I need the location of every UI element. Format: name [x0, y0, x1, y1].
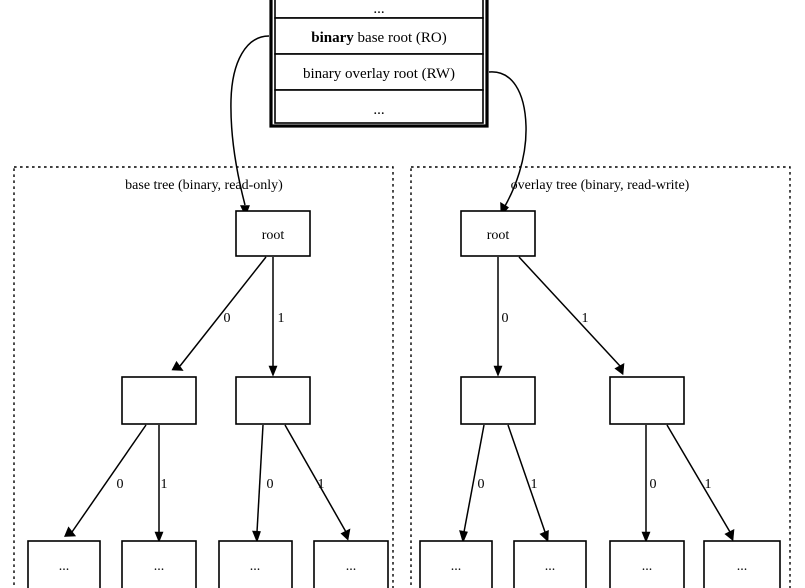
node-overlay-leaf-10: ...: [609, 540, 685, 588]
node-overlay-leaf-10-box: [609, 540, 685, 588]
edge-base-root-0: 0: [171, 256, 267, 371]
edge-overlay-mid-right-0-label: 0: [650, 477, 657, 492]
edge-base-mid-left-1: 1: [154, 425, 168, 543]
edge-overlay-mid-left-0-label: 0: [478, 477, 485, 492]
edge-base-root-0-label: 0: [224, 311, 231, 326]
node-overlay-root-box: [460, 210, 536, 257]
edge-overlay-mid-left-0: 0: [459, 424, 485, 544]
edge-base-mid-right-0: 0: [252, 424, 274, 543]
edge-base-mid-right-1-label: 1: [318, 477, 325, 492]
edge-base-mid-left-0-label: 0: [117, 477, 124, 492]
node-overlay-root: root: [460, 210, 536, 257]
node-base-leaf-10: ...: [218, 540, 293, 588]
node-base-leaf-01: ...: [121, 540, 197, 588]
edge-overlay-mid-left-1: 1: [507, 424, 549, 543]
edge-overlay-mid-right-0: 0: [641, 425, 657, 543]
node-overlay-mid-right: [609, 376, 685, 425]
node-overlay-leaf-10-label: ...: [642, 559, 653, 574]
node-overlay-leaf-01: ...: [513, 540, 587, 588]
node-overlay-leaf-11-box: [703, 540, 781, 588]
node-base-leaf-01-label: ...: [154, 559, 165, 574]
node-overlay-leaf-11: ...: [703, 540, 781, 588]
table-row-base-root-rest: base root (RO): [354, 30, 447, 46]
node-overlay-leaf-00-label: ...: [451, 559, 462, 574]
edge-base-mid-left-1-label: 1: [161, 477, 168, 492]
node-base-root-label: root: [262, 228, 285, 243]
node-overlay-leaf-11-label: ...: [737, 559, 748, 574]
node-base-leaf-10-box: [218, 540, 293, 588]
edge-overlay-root-0: 0: [493, 257, 509, 377]
edge-base-root-1-label: 1: [278, 311, 285, 326]
table-row-ellipsis-top-label: ...: [373, 1, 384, 17]
node-base-leaf-01-box: [121, 540, 197, 588]
edge-overlay-root-1: 1: [518, 256, 625, 376]
edge-overlay-mid-right-1: 1: [666, 424, 735, 542]
edge-base-mid-right-1: 1: [284, 424, 351, 541]
table-row-base-root-label: binary base root (RO): [311, 30, 446, 46]
cluster-base-tree-label: base tree (binary, read-only): [125, 178, 283, 193]
node-base-leaf-11: ...: [313, 540, 389, 588]
node-base-leaf-00-label: ...: [59, 559, 70, 574]
node-overlay-leaf-00: ...: [419, 540, 493, 588]
node-base-root-box: [235, 210, 311, 257]
node-base-leaf-00: ...: [27, 540, 101, 588]
edge-table-to-overlay-root: [488, 71, 527, 217]
node-base-root: root: [235, 210, 311, 257]
node-overlay-leaf-00-box: [419, 540, 493, 588]
edge-overlay-root-0-label: 0: [502, 311, 509, 326]
node-overlay-root-label: root: [487, 228, 510, 243]
node-base-mid-left: [121, 376, 197, 425]
table-row-overlay-root: [274, 53, 484, 91]
node-base-leaf-00-box: [27, 540, 101, 588]
node-overlay-leaf-01-label: ...: [545, 559, 556, 574]
edge-base-mid-right-0-label: 0: [267, 477, 274, 492]
cluster-overlay-tree: [410, 166, 791, 588]
node-base-leaf-10-label: ...: [250, 559, 261, 574]
edge-base-root-1: 1: [268, 257, 285, 377]
root-pointer-table: ... binary base root (RO) binary overlay…: [269, 0, 489, 128]
edge-base-mid-left-0: 0: [64, 424, 147, 537]
node-overlay-mid-left: [460, 376, 536, 425]
edge-overlay-mid-right-1-label: 1: [705, 477, 712, 492]
node-overlay-leaf-01-box: [513, 540, 587, 588]
node-base-mid-right: [235, 376, 311, 425]
node-base-leaf-11-box: [313, 540, 389, 588]
cluster-overlay-tree-label: overlay tree (binary, read-write): [511, 178, 690, 193]
table-row-ellipsis-bottom-label: ...: [373, 102, 384, 118]
table-row-base-root: [274, 17, 484, 55]
table-row-base-root-bold: binary: [311, 30, 354, 46]
node-base-leaf-11-label: ...: [346, 559, 357, 574]
table-row-overlay-root-label: binary overlay root (RW): [303, 66, 455, 82]
table-row-ellipsis-bottom: [274, 89, 484, 124]
cluster-base-tree: [13, 166, 394, 588]
edge-overlay-mid-left-1-label: 1: [531, 477, 538, 492]
edge-overlay-root-1-label: 1: [582, 311, 589, 326]
